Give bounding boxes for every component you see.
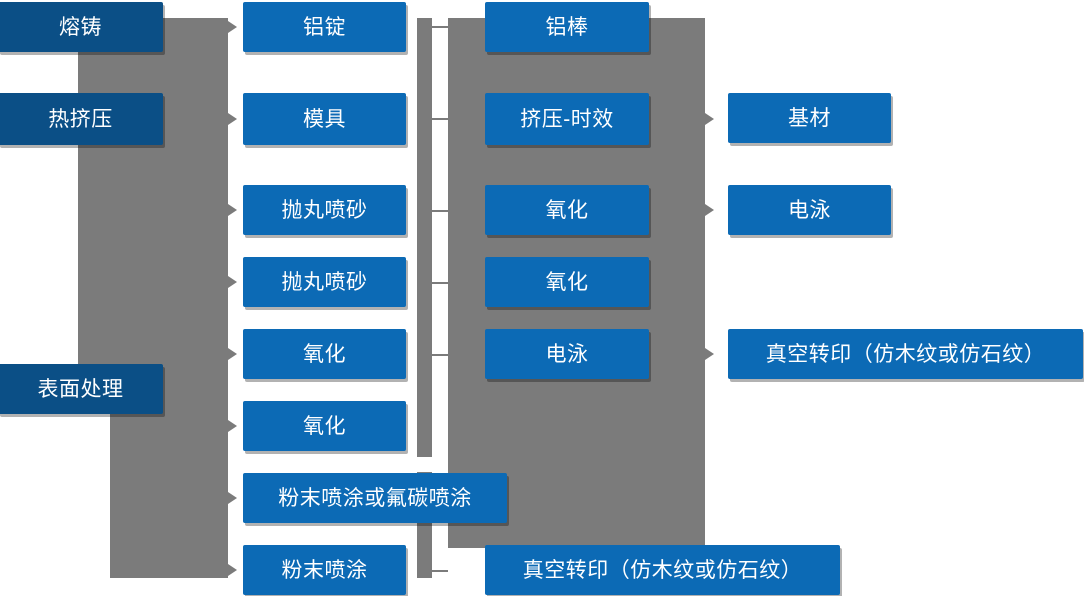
arrow-down-melting-to-extrude-icon: [78, 72, 90, 81]
input-ingot[interactable]: 铝锭: [243, 2, 406, 52]
stage-melting-label: 熔铸: [59, 15, 102, 39]
link-ingot: [432, 26, 448, 28]
output-electrophoresis-label: 电泳: [788, 198, 831, 222]
stage-surface[interactable]: 表面处理: [0, 364, 163, 414]
process-extrude-age-label: 挤压-时效: [520, 107, 614, 131]
stage-melting[interactable]: 熔铸: [0, 2, 163, 52]
process-vacuum-transfer-label: 真空转印（仿木纹或仿石纹）: [522, 558, 803, 582]
process-bar[interactable]: 铝棒: [485, 2, 649, 52]
arrow-to-oxidation-1-icon: [228, 348, 237, 360]
process-oxidation-2-label: 氧化: [545, 270, 589, 294]
link-shotblast-1: [432, 210, 448, 212]
input-oxidation-2[interactable]: 氧化: [243, 401, 406, 451]
arrow-to-shotblast-1-icon: [228, 204, 237, 216]
stage-extrude-label: 热挤压: [48, 107, 113, 131]
input-powder-coat-label: 粉末喷涂: [281, 558, 368, 582]
output-vacuum-transfer[interactable]: 真空转印（仿木纹或仿石纹）: [728, 329, 1083, 379]
process-oxidation-1-label: 氧化: [545, 198, 589, 222]
arrow-to-vacuum-transfer-icon: [705, 348, 714, 360]
arrow-to-ingot-icon: [228, 21, 237, 33]
process-extrude-age[interactable]: 挤压-时效: [485, 93, 649, 145]
output-electrophoresis[interactable]: 电泳: [728, 185, 891, 235]
process-electrophoresis-label: 电泳: [545, 342, 589, 366]
arrow-to-mold-icon: [228, 113, 237, 125]
input-shotblast-1-label: 抛丸喷砂: [281, 198, 368, 222]
arrow-down-extrude-to-surface-icon: [78, 345, 90, 354]
link-mold: [432, 118, 448, 120]
process-electrophoresis[interactable]: 电泳: [485, 329, 649, 379]
link-oxidation-1: [432, 354, 448, 356]
arrow-to-shotblast-2-icon: [228, 276, 237, 288]
link-powder-coat: [432, 570, 448, 572]
input-mold[interactable]: 模具: [243, 93, 406, 145]
arrow-to-oxidation-2-icon: [228, 420, 237, 432]
link-shotblast-2: [432, 282, 448, 284]
process-oxidation-2[interactable]: 氧化: [485, 257, 649, 307]
process-vacuum-transfer[interactable]: 真空转印（仿木纹或仿石纹）: [485, 545, 840, 595]
arrow-to-substrate-icon: [705, 113, 714, 125]
stage-extrude[interactable]: 热挤压: [0, 93, 163, 145]
output-substrate-label: 基材: [788, 106, 831, 130]
arrow-to-electrophoresis-icon: [705, 204, 714, 216]
process-oxidation-1[interactable]: 氧化: [485, 185, 649, 235]
input-shotblast-2-label: 抛丸喷砂: [281, 270, 368, 294]
arrow-to-powder-fluorocarbon-icon: [228, 492, 237, 504]
input-oxidation-2-label: 氧化: [303, 414, 346, 438]
output-substrate[interactable]: 基材: [728, 93, 891, 143]
output-vacuum-transfer-label: 真空转印（仿木纹或仿石纹）: [765, 342, 1046, 366]
connector-mid-thin-bar-top: [417, 18, 432, 457]
stage-surface-label: 表面处理: [37, 377, 124, 401]
input-mold-label: 模具: [303, 107, 346, 131]
input-powder-fluorocarbon-label: 粉末喷涂或氟碳喷涂: [278, 486, 472, 510]
process-bar-label: 铝棒: [545, 15, 589, 39]
input-shotblast-1[interactable]: 抛丸喷砂: [243, 185, 406, 235]
input-ingot-label: 铝锭: [303, 15, 346, 39]
input-oxidation-1-label: 氧化: [303, 342, 346, 366]
connector-stage-stub: [163, 388, 185, 390]
input-powder-coat[interactable]: 粉末喷涂: [243, 545, 406, 595]
input-oxidation-1[interactable]: 氧化: [243, 329, 406, 379]
input-shotblast-2[interactable]: 抛丸喷砂: [243, 257, 406, 307]
arrow-to-powder-coat-icon: [228, 564, 237, 576]
input-powder-fluorocarbon[interactable]: 粉末喷涂或氟碳喷涂: [243, 473, 507, 523]
